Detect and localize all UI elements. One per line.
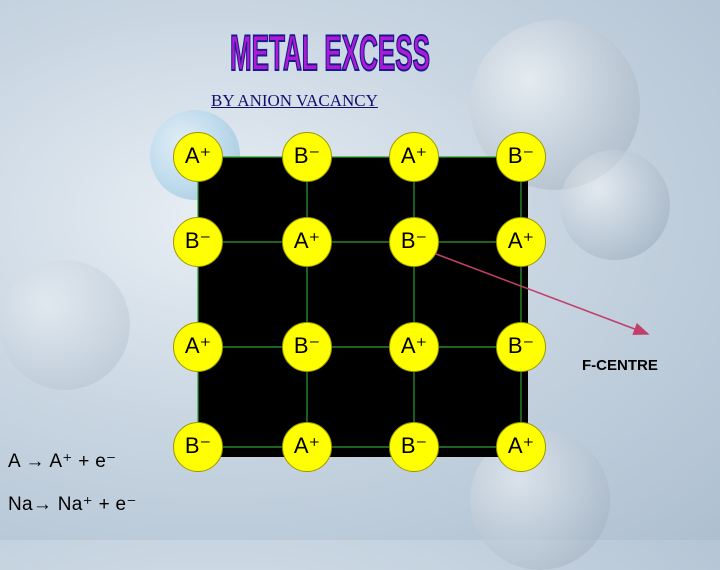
ion-label: B⁻: [400, 433, 428, 458]
slide-title: METAL EXCESS: [180, 15, 480, 85]
ion-label: B⁻: [507, 143, 535, 168]
ion-label: B⁻: [293, 333, 321, 358]
sodium-ionization-equation: Na→ Na⁺ + e⁻: [8, 494, 137, 515]
ionization-equation: A → A⁺ + e⁻: [8, 451, 117, 472]
ion-label: A⁺: [184, 333, 212, 358]
ion-cation: A⁺: [282, 217, 332, 267]
ion-label: B⁻: [184, 433, 212, 458]
ion-cation: A⁺: [173, 132, 223, 182]
slide-title-text: METAL EXCESS: [230, 25, 430, 81]
ion-anion: B⁻: [282, 132, 332, 182]
ion-anion: B⁻: [389, 422, 439, 472]
ion-label: A⁺: [400, 333, 428, 358]
crystal-lattice: [198, 157, 528, 457]
ion-anion: B⁻: [173, 217, 223, 267]
ion-label: B⁻: [400, 228, 428, 253]
ion-anion: B⁻: [496, 132, 546, 182]
ion-cation: A⁺: [282, 422, 332, 472]
slide-subtitle: BY ANION VACANCY: [211, 91, 378, 110]
ion-label: A⁺: [184, 143, 212, 168]
ion-label: A⁺: [400, 143, 428, 168]
ion-anion: B⁻: [389, 217, 439, 267]
ion-cation: A⁺: [496, 422, 546, 472]
ion-label: A⁺: [293, 433, 321, 458]
background-sphere: [0, 260, 130, 390]
ion-label: B⁻: [507, 333, 535, 358]
ion-anion: B⁻: [496, 322, 546, 372]
ion-cation: A⁺: [496, 217, 546, 267]
ion-label: A⁺: [507, 228, 535, 253]
ion-cation: A⁺: [389, 132, 439, 182]
ion-cation: A⁺: [389, 322, 439, 372]
ion-label: A⁺: [293, 228, 321, 253]
ion-anion: B⁻: [282, 322, 332, 372]
ion-label: B⁻: [184, 228, 212, 253]
ion-cation: A⁺: [173, 322, 223, 372]
ion-label: A⁺: [507, 433, 535, 458]
ion-label: B⁻: [293, 143, 321, 168]
ion-anion: B⁻: [173, 422, 223, 472]
background-sphere: [560, 150, 670, 260]
f-centre-label: F-CENTRE: [582, 357, 658, 374]
